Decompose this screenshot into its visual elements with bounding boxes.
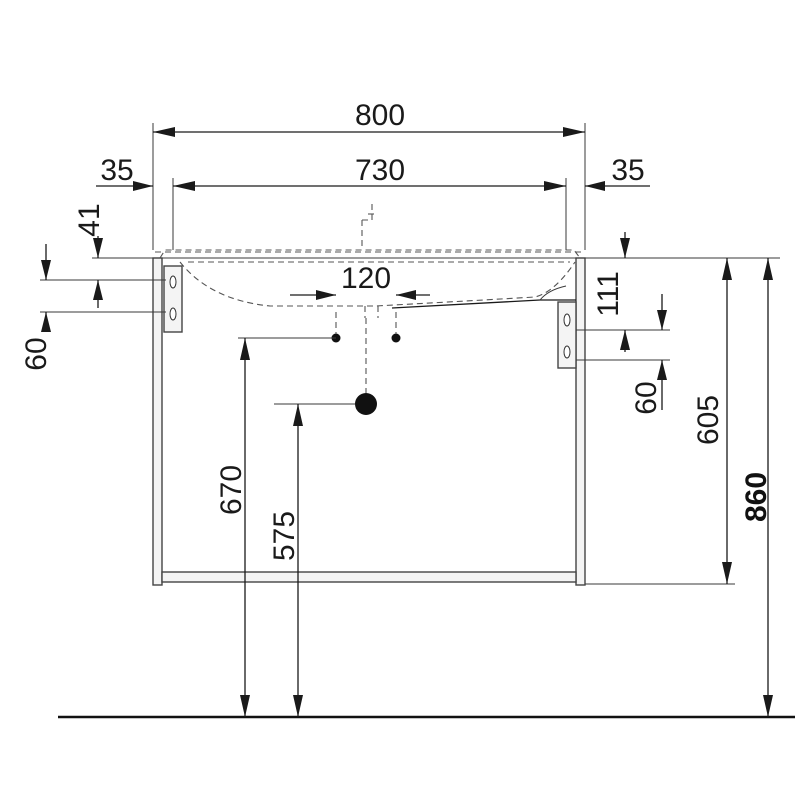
arrow-head (763, 258, 773, 280)
dim-label-120: 120 (341, 262, 391, 295)
cabinet-body (152, 257, 586, 586)
dim-label-605: 605 (692, 395, 725, 445)
dim-860: 860 (740, 258, 773, 717)
arrow-head (722, 258, 732, 280)
dim-60-right: 60 (576, 294, 670, 415)
left-side-panel (152, 257, 163, 586)
arrow-head (133, 181, 153, 191)
dim-label-800: 800 (355, 99, 405, 132)
supply-centerlines (335, 312, 397, 334)
dim-label-60-right: 60 (630, 381, 663, 414)
arrow-head (41, 312, 51, 332)
arrow-head (41, 260, 51, 280)
arrow-head (173, 181, 195, 191)
dim-label-60-left: 60 (20, 337, 53, 370)
dim-label-35-left: 35 (100, 154, 133, 187)
dim-label-575: 575 (268, 511, 301, 561)
water-supply-right (391, 333, 401, 343)
dim-label-730: 730 (355, 154, 405, 187)
right-bracket (557, 301, 577, 369)
dim-730: 730 (172, 154, 567, 250)
drain-stub (364, 306, 379, 318)
arrow-head (657, 310, 667, 330)
right-bracket-hole-top (563, 313, 571, 327)
arrow-head (763, 695, 773, 717)
arrow-head (293, 695, 303, 717)
arrow-head (563, 127, 585, 137)
bottom-panel (161, 571, 577, 583)
faucet-outline (361, 204, 373, 246)
right-side-panel (575, 257, 586, 586)
dim-35-right: 35 (585, 154, 650, 191)
arrow-head (396, 290, 416, 300)
arrow-head (657, 360, 667, 380)
dim-label-41: 41 (73, 203, 106, 236)
arrow-head (316, 290, 336, 300)
dim-605: 605 (585, 258, 735, 585)
arrow-head (240, 695, 250, 717)
left-bracket-hole-top (169, 275, 177, 289)
arrow-head (722, 562, 732, 584)
dim-label-111: 111 (592, 271, 625, 317)
arrow-head (153, 127, 175, 137)
basin-shelf-curve (539, 285, 567, 301)
arrow-head (544, 181, 566, 191)
dim-label-35-right: 35 (611, 154, 644, 187)
arrow-head (240, 338, 250, 360)
dim-label-860: 860 (740, 472, 773, 522)
basin-outline (155, 204, 583, 318)
arrow-head (620, 238, 630, 258)
left-bracket-plate (163, 265, 183, 333)
arrow-head (585, 181, 605, 191)
arrow-head (93, 280, 103, 300)
arrow-head (293, 404, 303, 426)
dim-111: 111 (576, 232, 780, 352)
dim-670: 670 (215, 337, 336, 717)
right-bracket-hole-bottom (563, 345, 571, 359)
left-bracket (163, 265, 183, 333)
dim-41: 41 (73, 203, 166, 308)
drain-outlet (355, 393, 377, 415)
basin-rim-top (159, 249, 581, 259)
dim-120: 120 (290, 262, 430, 300)
dim-label-670: 670 (215, 465, 248, 515)
arrow-head (620, 330, 630, 350)
right-bracket-plate (557, 301, 577, 369)
dim-60-left: 60 (20, 244, 166, 371)
dim-575: 575 (268, 403, 355, 717)
basin-bowl (179, 261, 576, 307)
left-bracket-hole-bottom (169, 307, 177, 321)
dim-35-left: 35 (96, 154, 153, 191)
arrow-head (93, 238, 103, 258)
